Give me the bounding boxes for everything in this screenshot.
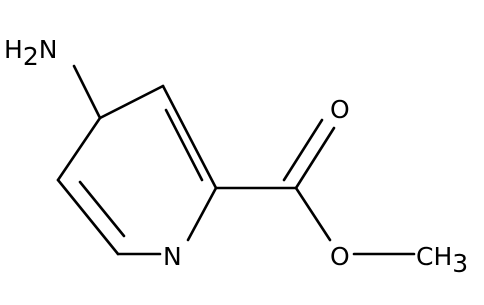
ring-nitrogen-label: N bbox=[163, 242, 182, 271]
amine-h: H bbox=[4, 35, 23, 64]
carbonyl-oxygen-label: O bbox=[330, 95, 350, 124]
bond-carbonyl-ester-o bbox=[294, 186, 332, 242]
methyl-h-count: 3 bbox=[452, 249, 468, 278]
amine-label: H2N bbox=[4, 35, 57, 71]
methyl-ch: CH bbox=[416, 242, 452, 271]
bond-c2-n1 bbox=[186, 186, 218, 242]
bond-c5-c4 bbox=[56, 116, 102, 182]
ester-oxygen-label: O bbox=[330, 242, 350, 271]
amine-h-count: 2 bbox=[23, 42, 39, 71]
bond-c6-c5 bbox=[56, 178, 120, 256]
bond-c4-c3 bbox=[98, 84, 165, 120]
bond-carbonyl-double-b bbox=[282, 118, 324, 182]
bond-c6-c5-inner bbox=[78, 180, 126, 238]
bond-carbonyl-double-a bbox=[294, 126, 336, 190]
bond-c4-amine bbox=[72, 64, 102, 120]
bond-c3-c2-inner bbox=[164, 108, 204, 182]
methyl-label: CH3 bbox=[416, 242, 468, 278]
bond-c3-c2 bbox=[161, 84, 218, 190]
amine-n: N bbox=[39, 35, 58, 64]
